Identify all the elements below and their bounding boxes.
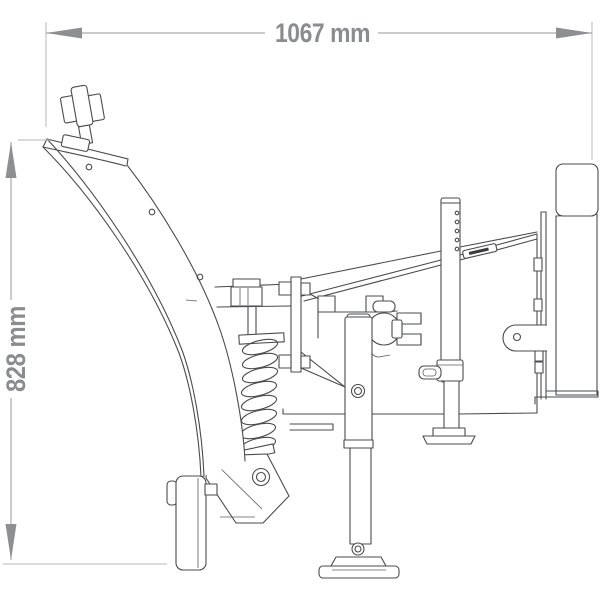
left-arrow	[46, 27, 82, 39]
right-arrow	[556, 27, 592, 39]
rail-latch	[462, 243, 498, 259]
horizontal-dimension: 1067 mm	[45, 18, 593, 160]
rubber-edge-flap	[166, 475, 218, 571]
bolt-head	[278, 281, 292, 296]
pivot-bolt	[251, 467, 271, 487]
leg-handle	[418, 365, 442, 380]
clevis-tab	[502, 324, 547, 352]
dimension-label-height: 828 mm	[1, 306, 31, 392]
leg-bolt	[350, 383, 366, 399]
frame-bottom-edge	[282, 408, 538, 415]
vertical-dimension: 828 mm	[1, 139, 167, 565]
pivot-bracket	[205, 423, 334, 524]
upper-support-arm	[214, 278, 292, 308]
mounting-plate	[502, 163, 599, 414]
adjuster-knob	[59, 84, 105, 152]
cylinder-cap	[372, 300, 396, 313]
flap-bolt	[204, 483, 218, 496]
mount-flange	[278, 276, 311, 373]
bolt-nut	[300, 355, 311, 369]
main-arm	[300, 288, 422, 388]
rear-foot-plate	[422, 427, 476, 445]
leg-bolt	[351, 542, 365, 556]
bolt-nut	[300, 282, 311, 296]
bolt-head	[278, 354, 292, 369]
front-support-leg	[318, 313, 400, 579]
rear-support-leg	[418, 197, 476, 445]
dimension-label-width: 1067 mm	[275, 18, 370, 48]
front-foot-plate	[318, 556, 400, 579]
coil-spring	[238, 306, 285, 460]
up-arrow	[5, 142, 17, 178]
frame-top-rail	[300, 231, 538, 302]
moldboard-blade	[42, 138, 246, 478]
top-mount-box	[555, 163, 599, 217]
down-arrow	[5, 524, 17, 560]
